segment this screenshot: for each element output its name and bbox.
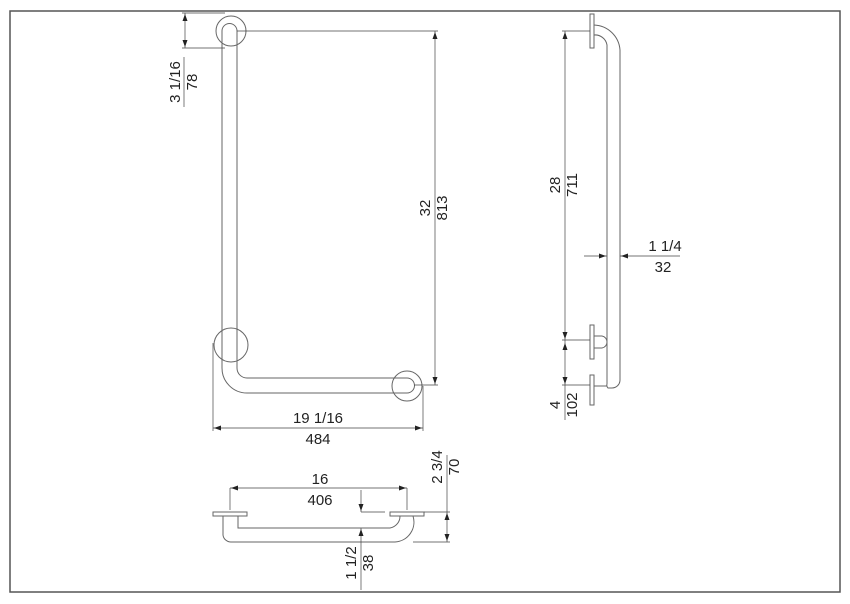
dim-flange-spacing-inch: 28 — [547, 177, 564, 194]
dim-flange-offset-mm: 78 — [184, 74, 201, 91]
dim-width-inch: 19 1/16 — [293, 410, 343, 427]
dim-projection-mm: 70 — [446, 459, 463, 476]
bottom-view: 16 406 2 3/4 70 1 1/2 38 — [212, 450, 463, 590]
dim-height-inch: 32 — [417, 200, 434, 217]
right-flange — [391, 370, 423, 402]
side-top-flange — [589, 13, 595, 49]
dim-lower-spacing-inch: 4 — [547, 401, 564, 409]
dim-length-mm: 406 — [307, 492, 332, 509]
side-view: 28 711 4 102 1 1/4 32 — [547, 13, 682, 420]
dim-tube-inch: 1 1/4 — [648, 238, 681, 255]
side-bottom-flange — [589, 374, 595, 406]
bottom-grab-bar — [222, 515, 415, 543]
dim-lower-spacing-mm: 102 — [564, 392, 581, 417]
dim-projection-inch: 2 3/4 — [429, 450, 446, 483]
middle-flange — [213, 327, 249, 363]
dim-tube-mm: 32 — [655, 259, 672, 276]
dim-flange-offset-inch: 3 1/16 — [167, 61, 184, 103]
dim-flange-spacing-mm: 711 — [564, 173, 581, 197]
side-middle-flange — [589, 324, 595, 360]
dim-clearance-mm: 38 — [360, 555, 377, 572]
bottom-left-flange — [212, 511, 248, 517]
dim-height-mm: 813 — [434, 195, 451, 220]
dim-clearance-inch: 1 1/2 — [343, 546, 360, 579]
drawing-frame — [9, 10, 841, 593]
side-grab-bar — [593, 24, 621, 389]
bottom-right-flange — [389, 511, 425, 517]
grab-bar — [221, 23, 415, 394]
front-view: 3 1/16 78 32 813 19 1/16 484 — [167, 12, 451, 448]
dim-length-inch: 16 — [312, 471, 329, 488]
dim-width-mm: 484 — [305, 431, 330, 448]
